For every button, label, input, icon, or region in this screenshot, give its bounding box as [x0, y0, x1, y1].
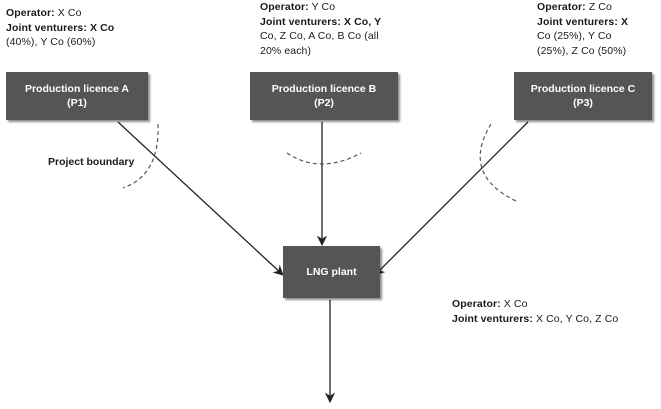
production-licence-b-box: Production licence B (P2) — [250, 72, 398, 120]
jv-line: Joint venturers: X — [537, 15, 629, 28]
operator-label: Operator: — [260, 1, 309, 13]
plant-info: Operator: X Co Joint venturers: X Co, Y … — [452, 297, 618, 326]
licence-name: Production licence A — [24, 83, 130, 95]
operator-value: X Co — [503, 298, 528, 310]
project-boundary-arc-left — [122, 123, 159, 189]
licence-name: Production licence B — [271, 83, 377, 95]
licence-code: (P1) — [67, 97, 87, 109]
operator-label: Operator: — [6, 7, 55, 19]
project-boundary-arc-right — [479, 123, 519, 203]
jv-line: 20% each) — [260, 44, 312, 57]
jv-line: Joint venturers: X Co — [6, 21, 115, 34]
licence-name: Production licence C — [530, 83, 636, 95]
arrow-p1-to-plant — [117, 121, 284, 276]
production-licence-a-box: Production licence A (P1) — [6, 72, 148, 120]
jv-line: (25%), Z Co (50%) — [537, 44, 627, 57]
plant-name: LNG plant — [306, 266, 357, 278]
licence-code: (P2) — [314, 97, 334, 109]
jv-label: Joint venturers: — [452, 312, 533, 325]
operator-value: Z Co — [588, 1, 612, 13]
lng-plant-box: LNG plant — [283, 246, 380, 298]
arrow-p3-to-plant — [374, 121, 529, 276]
project-boundary-arc-middle — [286, 152, 362, 165]
operator-value: Y Co — [311, 1, 336, 13]
jv-line: Co, Z Co, A Co, B Co (all — [260, 30, 379, 42]
jv-line: Joint venturers: X Co, Y — [260, 15, 382, 28]
operator-label: Operator: — [452, 298, 501, 310]
jv-line: Co (25%), Y Co — [537, 30, 612, 42]
project-boundary-label: Project boundary — [48, 156, 135, 168]
licence-b-info: Operator: Y Co Joint venturers: X Co, Y … — [260, 0, 381, 58]
jv-value: X Co, Y Co, Z Co — [535, 312, 619, 325]
production-licence-c-box: Production licence C (P3) — [514, 72, 652, 120]
licence-c-info: Operator: Z Co Joint venturers: X Co (25… — [537, 0, 628, 58]
jv-line: (40%), Y Co (60%) — [6, 36, 96, 48]
operator-label: Operator: — [537, 1, 586, 13]
operator-value: X Co — [57, 7, 82, 19]
licence-a-info: Operator: X Co Joint venturers: X Co (40… — [6, 6, 114, 50]
licence-code: (P3) — [573, 97, 593, 109]
